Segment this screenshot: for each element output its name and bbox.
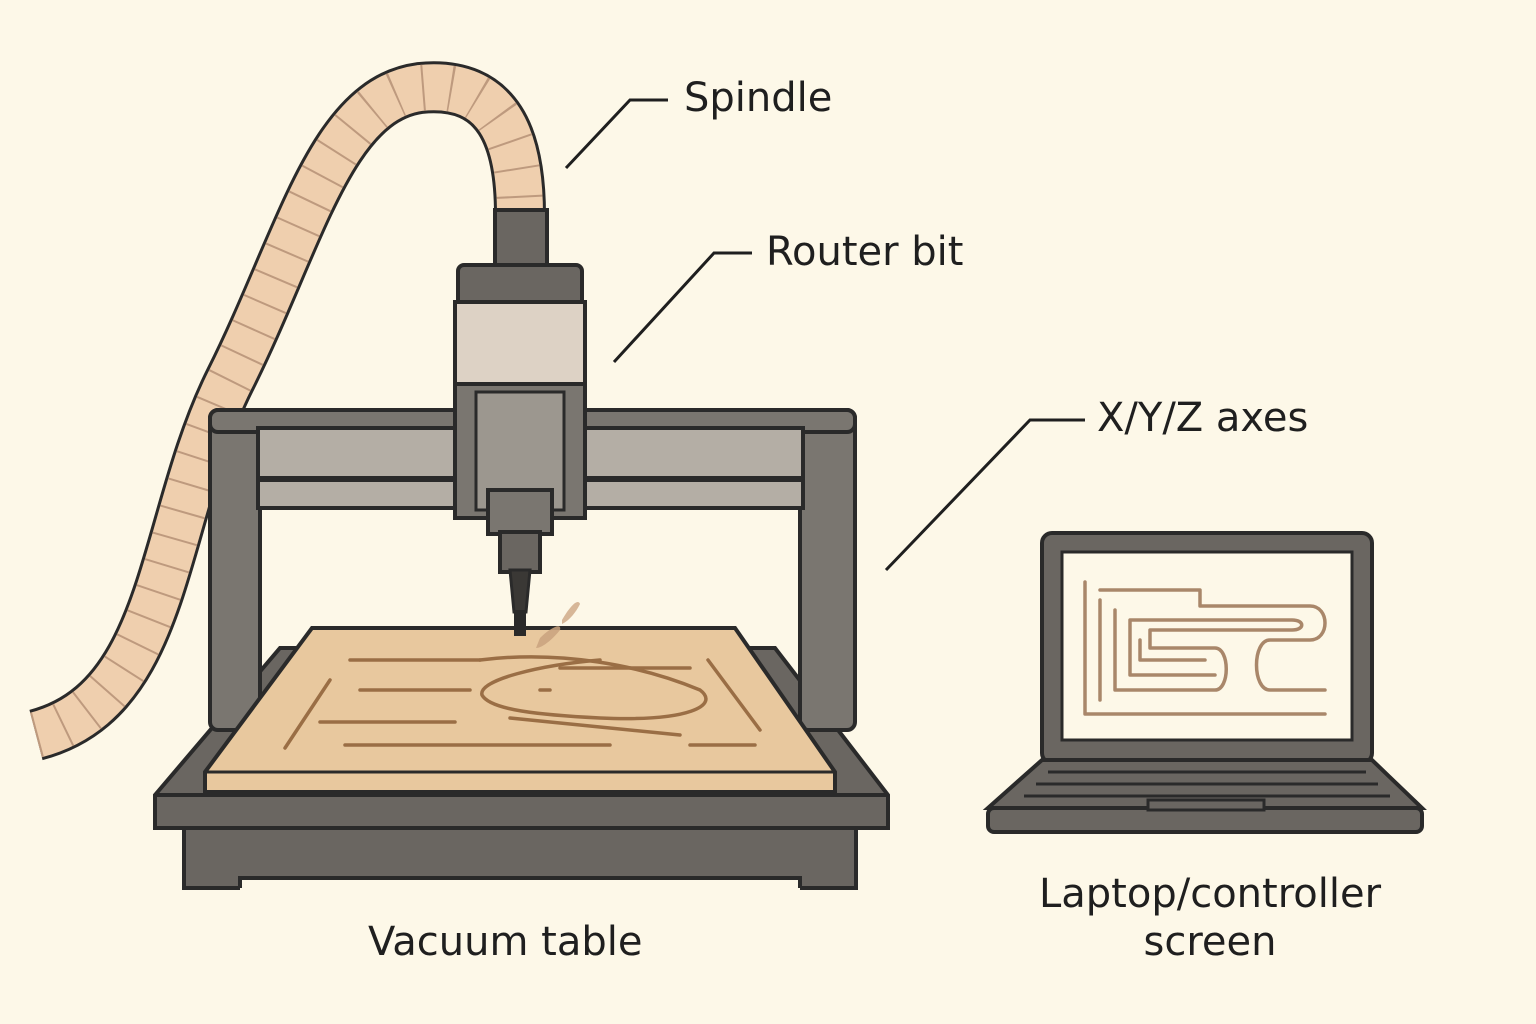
laptop-label: Laptop/controller screen <box>1010 870 1410 966</box>
spindle-hose <box>28 61 546 761</box>
laptop-label-line2: screen <box>1143 919 1277 965</box>
router-bit-label: Router bit <box>766 229 964 275</box>
laptop-label-line1: Laptop/controller <box>1038 871 1382 917</box>
router-bit-leader <box>612 251 752 364</box>
leader-lines <box>564 98 1085 572</box>
spindle-leader <box>564 98 668 170</box>
axes-label: X/Y/Z axes <box>1097 395 1309 441</box>
vacuum-table-label: Vacuum table <box>368 919 643 965</box>
spindle-head <box>453 208 587 648</box>
axes-leader <box>884 418 1085 572</box>
wood-workpiece <box>203 626 837 794</box>
screen-toolpath-icon <box>1083 580 1327 716</box>
laptop <box>982 531 1427 834</box>
spindle-label: Spindle <box>684 75 833 121</box>
